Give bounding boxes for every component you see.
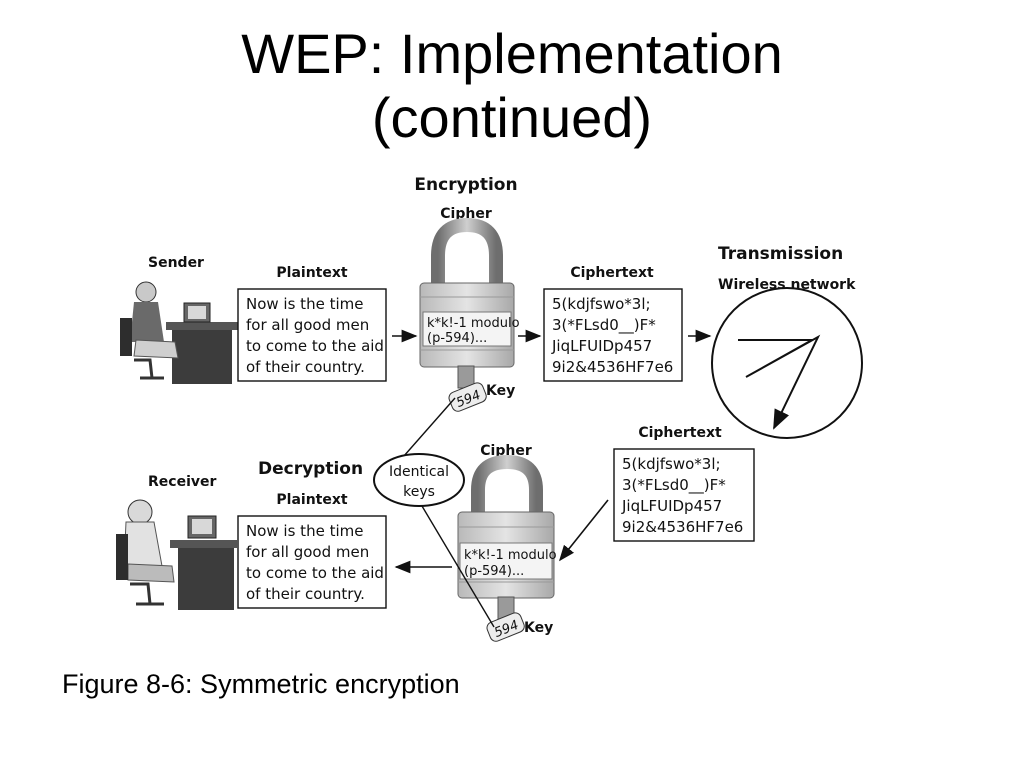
- connector-top-key: [395, 397, 456, 466]
- plaintext-line: for all good men: [246, 316, 369, 334]
- decryption-heading: Decryption: [258, 459, 363, 479]
- ciphertext-line: 9i2&4536HF7e6: [622, 518, 743, 536]
- slide-title-line1: WEP: Implementation: [241, 22, 783, 85]
- ciphertext-line: JiqLFUIDp457: [621, 497, 722, 515]
- arrow-ciphertext-to-cipher-bottom: [559, 499, 609, 562]
- plaintext-line: Now is the time: [246, 295, 363, 313]
- plaintext-line: to come to the aid: [246, 564, 384, 582]
- lock-text-bottom: k*k!-1 modulo: [464, 548, 557, 563]
- plaintext-line: for all good men: [246, 543, 369, 561]
- wireless-network-label: Wireless network: [718, 277, 856, 293]
- plaintext-box-bottom: [237, 515, 387, 609]
- ciphertext-label-top: Ciphertext: [570, 265, 654, 281]
- transmission-heading: Transmission: [718, 244, 843, 264]
- lock-text-top: (p-594)...: [427, 331, 487, 346]
- wireless-network-icon: [711, 287, 863, 439]
- key-icon-top: [448, 365, 487, 412]
- identical-keys-line: Identical: [389, 464, 449, 480]
- key-icon-bottom: [486, 596, 525, 642]
- sender-label: Sender: [148, 255, 204, 271]
- ciphertext-line: 3(*FLsd0__)F*: [622, 476, 726, 495]
- plaintext-lines-bottom: Now is the time for all good men to come…: [246, 522, 384, 603]
- ciphertext-box-top: [543, 288, 683, 382]
- lock-text-bottom: (p-594)...: [464, 564, 524, 579]
- plaintext-label-bottom: Plaintext: [276, 492, 347, 508]
- padlock-icon-bottom: [457, 454, 555, 599]
- slide-title-line2: (continued): [371, 86, 653, 149]
- padlock-icon-top: [419, 217, 515, 368]
- plaintext-lines-top: Now is the time for all good men to come…: [246, 295, 384, 376]
- ciphertext-lines-top: 5(kdjfswo*3l; 3(*FLsd0__)F* JiqLFUIDp457…: [551, 295, 673, 376]
- signal-zigzag-icon: [738, 334, 821, 430]
- ciphertext-line: 3(*FLsd0__)F*: [552, 316, 656, 335]
- plaintext-line: Now is the time: [246, 522, 363, 540]
- ciphertext-line: 5(kdjfswo*3l;: [622, 455, 721, 473]
- identical-keys-bubble: [373, 453, 465, 507]
- receiver-label: Receiver: [148, 474, 216, 490]
- slide-title: WEP: Implementation (continued): [0, 22, 1024, 150]
- plaintext-line: of their country.: [246, 585, 365, 603]
- ciphertext-line: JiqLFUIDp457: [551, 337, 652, 355]
- identical-keys-line: keys: [403, 484, 435, 500]
- plaintext-label-top: Plaintext: [276, 265, 347, 281]
- cipher-label-bottom: Cipher: [480, 443, 532, 459]
- connector-bottom-key: [418, 500, 495, 628]
- sender-person-icon: [120, 281, 238, 384]
- receiver-person-icon: [116, 499, 238, 610]
- lock-text-top: k*k!-1 modulo: [427, 316, 520, 331]
- encryption-heading: Encryption: [414, 175, 517, 195]
- plaintext-line: to come to the aid: [246, 337, 384, 355]
- ciphertext-label-bottom: Ciphertext: [638, 425, 722, 441]
- figure-caption: Figure 8-6: Symmetric encryption: [62, 669, 460, 699]
- ciphertext-line: 5(kdjfswo*3l;: [552, 295, 651, 313]
- plaintext-box-top: [237, 288, 387, 382]
- ciphertext-lines-bottom: 5(kdjfswo*3l; 3(*FLsd0__)F* JiqLFUIDp457…: [621, 455, 743, 536]
- plaintext-line: of their country.: [246, 358, 365, 376]
- key-label-top: Key: [486, 383, 515, 399]
- ciphertext-line: 9i2&4536HF7e6: [552, 358, 673, 376]
- key-label-bottom: Key: [524, 620, 553, 636]
- ciphertext-box-bottom: [613, 448, 755, 542]
- cipher-label-top: Cipher: [440, 206, 492, 222]
